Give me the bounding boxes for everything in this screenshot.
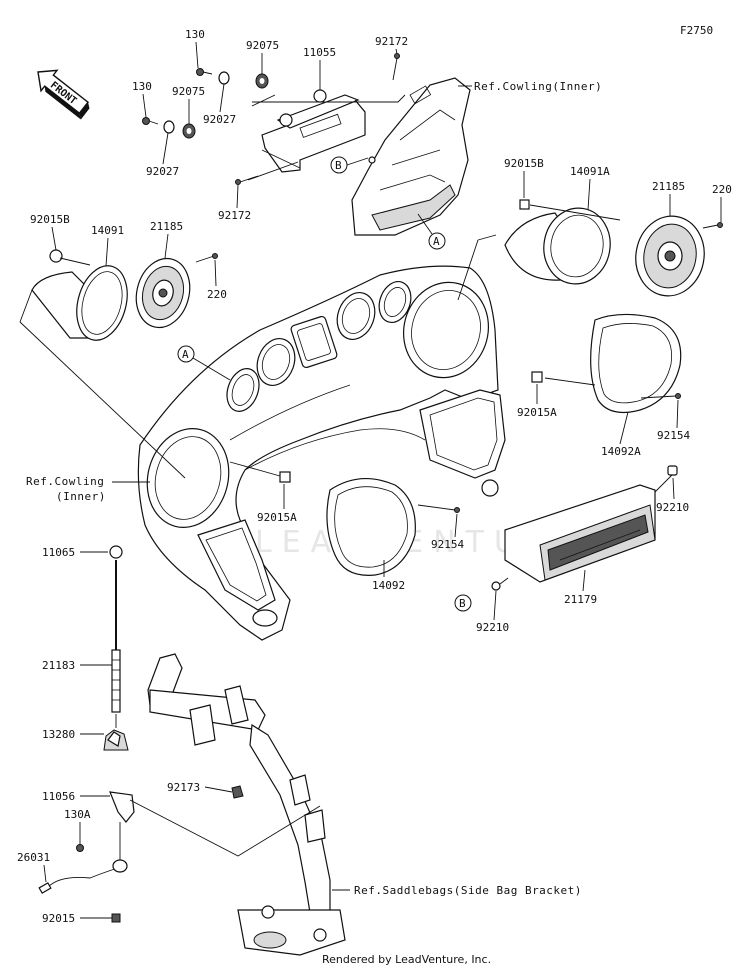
grommet-92075-top	[255, 73, 269, 89]
label-92015b-left: 92015B	[30, 213, 70, 226]
label-92015a-left: 92015A	[257, 511, 297, 524]
svg-text:A: A	[433, 235, 440, 248]
speaker-grille-14092	[326, 477, 460, 576]
callout-b-lower: B	[454, 594, 472, 612]
label-130-left: 130	[132, 80, 152, 93]
label-14091a: 14091A	[570, 165, 610, 178]
label-220-right: 220	[712, 183, 732, 196]
screw-92172-top	[392, 53, 400, 81]
svg-text:A: A	[182, 348, 189, 361]
leader-line	[229, 461, 281, 477]
label-92154-right: 92154	[657, 429, 690, 442]
svg-text:B: B	[335, 159, 342, 172]
label-92154-left: 92154	[431, 538, 464, 551]
label-92015a-right: 92015A	[517, 406, 557, 419]
label-92172-bottom: 92172	[218, 209, 251, 222]
nut-92015a-left	[279, 471, 291, 483]
front-arrow-icon: FRONT	[37, 69, 90, 120]
label-130a: 130A	[64, 808, 91, 821]
label-14092a: 14092A	[601, 445, 641, 458]
diagram-id: F2750	[680, 24, 713, 37]
label-11065: 11065	[42, 546, 75, 559]
ref-cowling-inner-left-line2: (Inner)	[56, 490, 106, 503]
callout-b-upper: B	[330, 156, 369, 174]
speaker-right-group	[504, 199, 723, 297]
collar-92027-right	[218, 71, 230, 85]
label-92015: 92015	[42, 912, 75, 925]
label-21179: 21179	[564, 593, 597, 606]
label-21185-right: 21185	[652, 180, 685, 193]
label-21185-left: 21185	[150, 220, 183, 233]
speaker-left-group	[31, 249, 218, 341]
label-92210-bottom: 92210	[476, 621, 509, 634]
leader-line	[477, 234, 497, 241]
label-92172-top: 92172	[375, 35, 408, 48]
leader-line	[457, 239, 479, 301]
inner-cowling-upper	[351, 77, 471, 236]
label-13280: 13280	[42, 728, 75, 741]
label-92027-right: 92027	[203, 113, 236, 126]
ref-cowling-inner-top: Ref.Cowling(Inner)	[474, 80, 602, 93]
inner-fairing-main	[137, 265, 506, 641]
footer-credit: Rendered by LeadVenture, Inc.	[322, 953, 491, 966]
label-21183: 21183	[42, 659, 75, 672]
label-92075-mid: 92075	[172, 85, 205, 98]
callout-a-upper: A	[417, 213, 446, 250]
leader-line	[129, 799, 321, 857]
label-220-left: 220	[207, 288, 227, 301]
grommet-92075-mid	[182, 123, 196, 139]
ref-saddlebags: Ref.Saddlebags(Side Bag Bracket)	[354, 884, 582, 897]
nut-92015a-right	[531, 371, 543, 383]
ref-cowling-inner-left-line1: Ref.Cowling	[26, 475, 104, 488]
bracket-assembly	[247, 89, 406, 181]
leader-line	[19, 289, 33, 323]
svg-text:B: B	[459, 597, 466, 610]
label-92075-top: 92075	[246, 39, 279, 52]
label-26031: 26031	[17, 851, 50, 864]
antenna-assembly	[38, 545, 135, 923]
label-92015b-right: 92015B	[504, 157, 544, 170]
label-11055: 11055	[303, 46, 336, 59]
audio-unit-21179	[491, 465, 678, 591]
leader-line	[19, 321, 186, 479]
label-14091: 14091	[91, 224, 124, 237]
callout-a-left: A	[177, 345, 231, 381]
collar-92027-left	[163, 120, 175, 134]
speaker-grille-14092a	[544, 313, 682, 413]
label-92027-left: 92027	[146, 165, 179, 178]
bolt-130-left	[142, 117, 159, 125]
bolt-130-top	[196, 68, 213, 76]
saddlebag-bracket	[147, 653, 346, 956]
label-130-top: 130	[185, 28, 205, 41]
label-11056: 11056	[42, 790, 75, 803]
label-14092: 14092	[372, 579, 405, 592]
label-92210-top: 92210	[656, 501, 689, 514]
label-92173: 92173	[167, 781, 200, 794]
screw-92172-bottom	[235, 175, 259, 185]
